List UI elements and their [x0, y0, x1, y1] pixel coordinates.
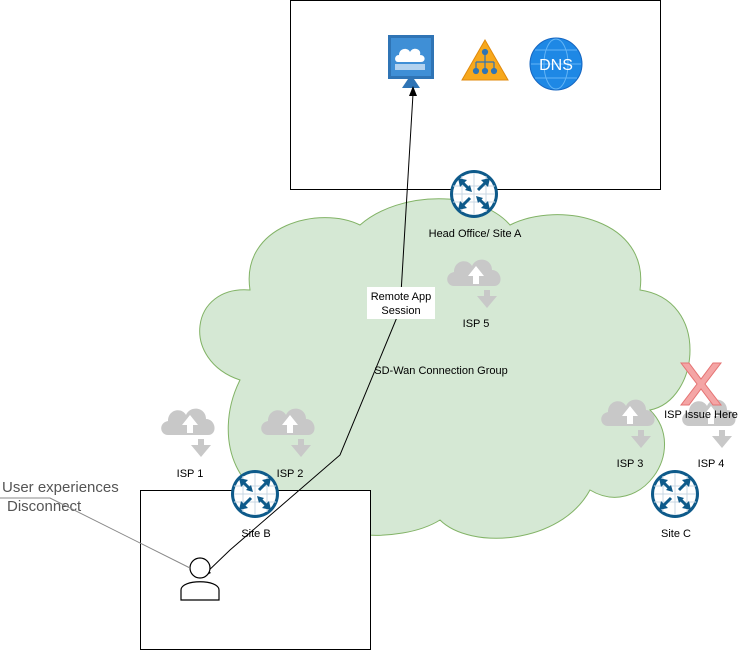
arrowhead-up: [409, 86, 417, 96]
isp2-label: ISP 2: [277, 468, 304, 480]
remote-desktop-icon: [388, 35, 434, 88]
remote-session-label-line2: Session: [381, 305, 420, 317]
head-office-router-icon: [448, 168, 500, 220]
dns-text: DNS: [539, 57, 573, 74]
isp1-cloud-icon: [161, 408, 215, 457]
isp5-label: ISP 5: [463, 318, 490, 330]
remote-session-label-line1: Remote App: [371, 291, 432, 303]
isp3-label: ISP 3: [617, 458, 644, 470]
x-mark-icon: [679, 362, 723, 406]
site-b-label: Site B: [241, 528, 270, 540]
remote-session-connector: [203, 93, 414, 576]
isp4-label: ISP 4: [698, 458, 725, 470]
user-note-callout: [0, 497, 191, 569]
site-c-label: Site C: [661, 528, 691, 540]
network-hierarchy-icon: [461, 38, 509, 81]
head-office-label: Head Office/ Site A: [429, 228, 522, 240]
user-note-line2: Disconnect: [7, 498, 82, 515]
isp4-cloud-icon: [682, 399, 736, 448]
site-c-router-icon: [649, 468, 701, 520]
isp1-label: ISP 1: [177, 468, 204, 480]
isp-issue-label: ISP Issue Here: [664, 409, 738, 421]
site-b-router-icon: [229, 468, 281, 520]
user-note-line1: User experiences: [2, 479, 119, 496]
sdwan-label: SD-Wan Connection Group: [374, 365, 508, 377]
dns-icon: DNS: [529, 37, 583, 91]
head-office-box: [290, 0, 661, 190]
